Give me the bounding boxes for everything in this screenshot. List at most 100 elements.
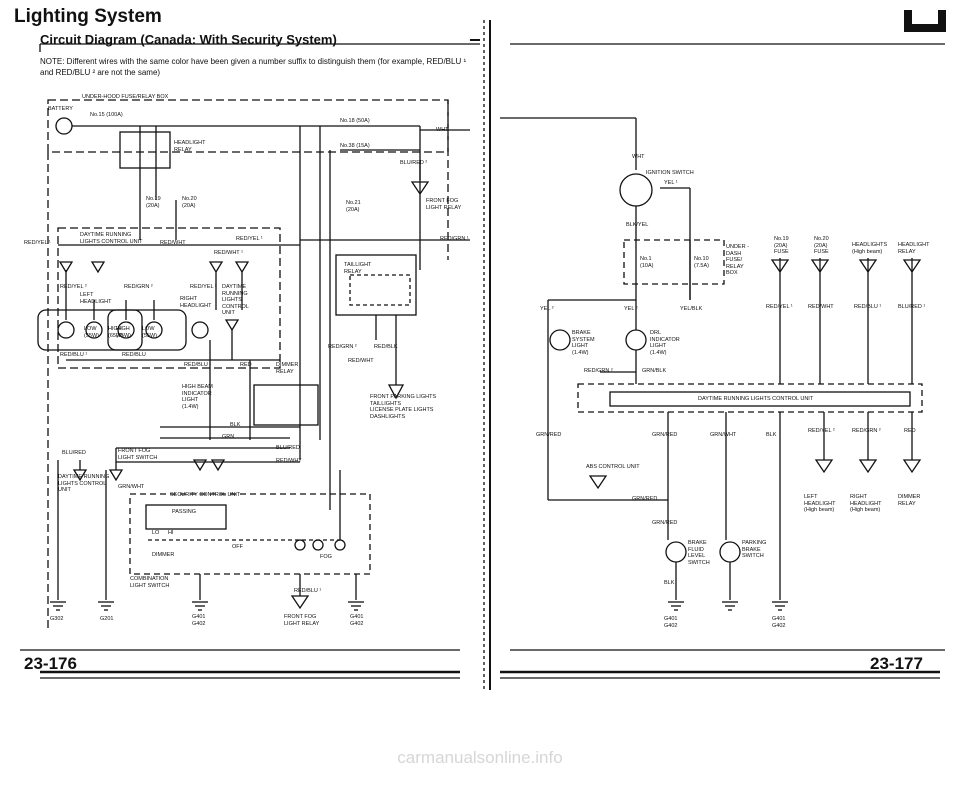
- red-yel2b-label: RED/YEL ²: [190, 284, 217, 290]
- front-parking-label: FRONT PARKING LIGHTS TAILLIGHTS LICENSE …: [370, 394, 437, 420]
- r-red2-label: RED: [904, 428, 916, 434]
- red-wht-b-label: RED/WHT: [348, 358, 374, 364]
- ignition-label: IGNITION SWITCH: [646, 170, 694, 176]
- page-number-left: 23-176: [24, 654, 77, 673]
- parking-brake-label: PARKING BRAKE SWITCH: [742, 540, 767, 559]
- g401b-label: G401 G402: [350, 614, 364, 627]
- r-red-wht-label: RED/WHT: [808, 304, 834, 310]
- dash-box-label: UNDER - DASH FUSE/ RELAY BOX: [726, 244, 749, 276]
- r-yel1-label: YEL ¹: [664, 180, 678, 186]
- r-wht-label: WHT: [632, 154, 645, 160]
- page-title: Lighting System: [14, 6, 162, 27]
- red-grn1-label: RED/GRN ¹: [440, 236, 469, 242]
- lo-label: LO: [152, 530, 160, 536]
- red-blk-label: RED/BLK: [374, 344, 398, 350]
- fog-relay-label: FRONT FOG LIGHT RELAY: [426, 198, 462, 211]
- g401-label: G401 G402: [192, 614, 206, 627]
- r-blk-label: BLK: [766, 432, 777, 438]
- drl-light-label: DRL INDICATOR LIGHT (1.4W): [650, 330, 680, 356]
- dimmer-label: DIMMER: [152, 552, 175, 558]
- r-g401-label: G401 G402: [664, 616, 678, 629]
- yel-blk-label: YEL/BLK: [680, 306, 703, 312]
- fuse-20-label: No.20 (20A): [182, 196, 197, 209]
- battery-label: BATTERY: [48, 106, 73, 112]
- passing-label: PASSING: [172, 509, 197, 515]
- red-wht-label: RED/WHT: [160, 240, 186, 246]
- fuse-100a-label: No.15 (100A): [90, 112, 123, 118]
- fuse-1-label: No.1 (10A): [640, 256, 654, 269]
- r-red-grn2-label: RED/GRN ²: [852, 428, 881, 434]
- grn-red-label: GRN/RED: [536, 432, 562, 438]
- red-grn-label: RED/GRN ²: [328, 344, 357, 350]
- blk-yel-label: BLK/YEL: [626, 222, 649, 228]
- fuse-10-label: No.10 (7.5A): [694, 256, 709, 269]
- r-fuse-19-label: No.19 (20A) FUSE: [774, 236, 789, 255]
- page-number-right: 23-177: [870, 654, 923, 673]
- combination-switch-label: COMBINATION LIGHT SWITCH: [130, 576, 170, 589]
- drl-unit2-label: DAYTIME RUNNING LIGHTS CONTROL UNIT: [222, 284, 249, 316]
- high2-label: HIGH (65W): [116, 326, 131, 339]
- security-unit-label: SECURITY CONTROL UNIT: [170, 492, 241, 498]
- r-red-yel2-label: RED/YEL ²: [808, 428, 835, 434]
- r-right-hl-label: RIGHT HEADLIGHT (High beam): [850, 494, 882, 513]
- fuse-15a-label: No.38 (15A): [340, 143, 370, 149]
- watermark: carmanualsonline.info: [397, 748, 563, 767]
- r-red-yel-label: RED/YEL ¹: [766, 304, 793, 310]
- g302-label: G302: [50, 616, 64, 622]
- drl-unit-label: DAYTIME RUNNING LIGHTS CONTROL UNIT: [80, 232, 143, 245]
- grn-label: GRN: [222, 434, 235, 440]
- blk-label: BLK: [230, 422, 241, 428]
- low1-label: LOW (55W): [84, 326, 99, 339]
- low2-label: LOW (55W): [142, 326, 157, 339]
- grn-blk-label: GRN/BLK: [642, 368, 667, 374]
- fuse-box-label: UNDER-HOOD FUSE/RELAY BOX: [82, 94, 169, 100]
- section-tab-marker: [902, 8, 948, 34]
- blu-red-label: BLU/RED ²: [400, 160, 428, 166]
- dimmer-relay-label: DIMMER RELAY: [276, 362, 299, 375]
- left-headlight-label: LEFT HEADLIGHT: [80, 292, 112, 305]
- fuse-21-label: No.21 (20A): [346, 200, 361, 213]
- drl-bar-label: DAYTIME RUNNING LIGHTS CONTROL UNIT: [698, 396, 814, 402]
- r-grn-wht-label: GRN/WHT: [710, 432, 737, 438]
- r-g401b-label: G401 G402: [772, 616, 786, 629]
- r-red-grn-label: RED/GRN ²: [584, 368, 613, 374]
- red-yel2-label: RED/YEL ²: [60, 284, 87, 290]
- front-fog-switch-label: FRONT FOG LIGHT SWITCH: [118, 448, 158, 461]
- abs-unit-label: ABS CONTROL UNIT: [586, 464, 640, 470]
- red-blu1-label: RED/BLU ¹: [60, 352, 88, 358]
- hl-relay-label: HEADLIGHT RELAY: [898, 242, 930, 255]
- r-fuse-20-label: No.20 (20A) FUSE: [814, 236, 829, 255]
- grn-red4-label: GRN/RED: [652, 520, 678, 526]
- hi-label: HI: [168, 530, 174, 536]
- red-yel1-label: RED/YEL ¹: [24, 240, 51, 246]
- high-beam-label: HIGH BEAM INDICATOR LIGHT (1.4W): [182, 384, 213, 410]
- fuse-50a-label: No.18 (50A): [340, 118, 370, 124]
- red-blu-b-label: RED/BLU ¹: [184, 362, 212, 368]
- off-label: OFF: [232, 544, 243, 550]
- red-label: RED: [240, 362, 252, 368]
- blu-red1-label: BLU/RED: [276, 445, 300, 451]
- r-dimmer-relay-label: DIMMER RELAY: [898, 494, 921, 507]
- r-yel-label: YEL ²: [540, 306, 554, 312]
- red-blu-d-label: RED/BLU ¹: [294, 588, 322, 594]
- brake-light-label: BRAKE SYSTEM LIGHT (1.4W): [572, 330, 595, 356]
- headlight-relay-label: HEADLIGHT RELAY: [174, 140, 206, 153]
- g201-label: G201: [100, 616, 114, 622]
- taillight-relay-label: TAILLIGHT RELAY: [344, 262, 372, 275]
- red-grn2-label: RED/GRN ²: [124, 284, 153, 290]
- wht-label: WHT: [436, 127, 449, 133]
- r-red-blu-label: RED/BLU ¹: [854, 304, 882, 310]
- grn-wht-label: GRN/WHT: [118, 484, 145, 490]
- page-subtitle: Circuit Diagram (Canada: With Security S…: [40, 32, 337, 47]
- blu-red-c-label: BLU/RED: [62, 450, 86, 456]
- grn-red2-label: GRN/RED: [652, 432, 678, 438]
- right-headlight-label: RIGHT HEADLIGHT: [180, 296, 212, 309]
- tab-shape-icon: [904, 10, 946, 32]
- red-blu-label: RED/BLU: [122, 352, 146, 358]
- fuse-19-label: No.19 (20A): [146, 196, 161, 209]
- front-fog-relay2-label: FRONT FOG LIGHT RELAY: [284, 614, 320, 627]
- hl-high-label: HEADLIGHTS (High beam): [852, 242, 888, 255]
- grn-red3-label: GRN/RED: [632, 496, 658, 502]
- high1-label: HIGH (65W): [108, 326, 123, 339]
